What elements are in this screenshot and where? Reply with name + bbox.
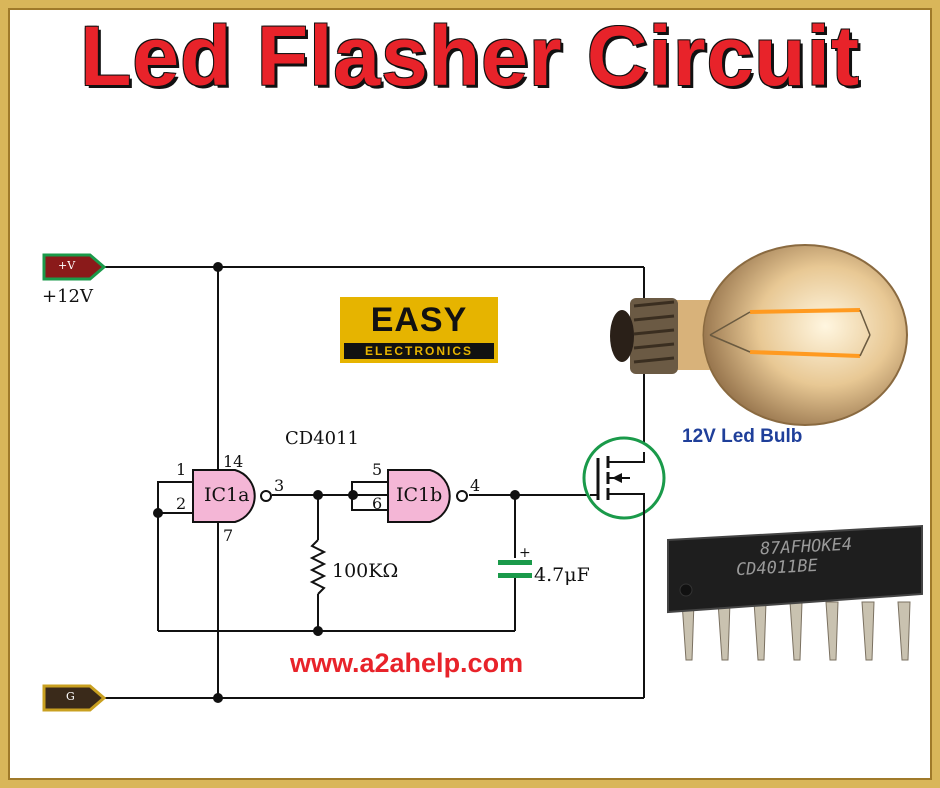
nand-gate-ic1b	[387, 469, 468, 523]
svg-text:+: +	[519, 545, 531, 561]
resistor-value-label: 100KΩ	[332, 560, 399, 582]
capacitor-symbol: +	[498, 545, 532, 578]
ground-tag-label: G	[66, 690, 75, 703]
supply-terminal	[42, 253, 107, 281]
cd4011-chip-image	[667, 524, 923, 661]
resistor-symbol	[309, 539, 327, 595]
pin-6-label: 6	[372, 494, 383, 513]
pin-5-label: 5	[372, 460, 383, 479]
pin-3-label: 3	[274, 476, 285, 495]
easy-electronics-logo: EASY ELECTRONICS	[340, 297, 498, 363]
chip-marking-line2: CD4011BE	[735, 555, 819, 581]
supply-voltage-label: +12V	[42, 286, 93, 307]
pin-2-label: 2	[176, 494, 187, 513]
bulb-label: 12V Led Bulb	[682, 426, 803, 447]
pin-7-label: 7	[223, 526, 234, 545]
pin-14-label: 14	[223, 452, 244, 471]
ground-terminal	[42, 684, 107, 712]
page-title: Led Flasher Circuit	[80, 9, 860, 103]
junction-dots	[153, 262, 520, 703]
led-bulb-image	[610, 244, 908, 426]
website-url: www.a2ahelp.com	[290, 648, 524, 678]
capacitor-value-label: 4.7μF	[534, 564, 590, 586]
pin-4-label: 4	[470, 476, 481, 495]
supply-tag-label: +V	[58, 259, 76, 272]
pin-1-label: 1	[176, 460, 187, 479]
logo-top-text: EASY	[370, 301, 468, 339]
gate-ic1b-label: IC1b	[396, 484, 443, 506]
logo-bottom-text: ELECTRONICS	[344, 343, 494, 359]
mosfet-symbol	[582, 436, 666, 520]
ic-name-label: CD4011	[285, 428, 360, 449]
nand-gate-ic1a	[192, 469, 272, 523]
gate-ic1a-label: IC1a	[204, 484, 250, 506]
